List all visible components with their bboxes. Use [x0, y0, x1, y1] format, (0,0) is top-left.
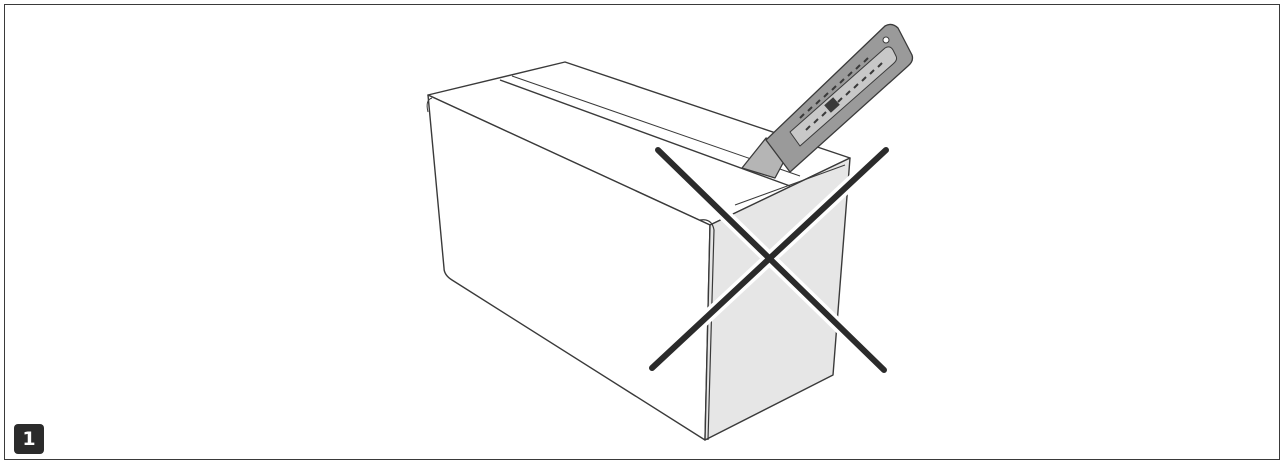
- knife-notches-top: [799, 57, 869, 119]
- step-number-badge: 1: [14, 424, 44, 454]
- box-corner-fold: [699, 219, 715, 441]
- cross-stroke-2: [649, 147, 889, 371]
- box-top-flap-line: [734, 164, 846, 206]
- cardboard-box: [426, 61, 851, 441]
- prohibition-cross: [645, 143, 893, 377]
- box-left-edge-fold: [426, 97, 433, 113]
- utility-knife: [741, 23, 914, 179]
- knife-end-hole: [882, 36, 890, 44]
- knife-slider-button: [824, 97, 840, 113]
- box-long-face: [427, 94, 711, 441]
- knife-slider-track: [789, 46, 898, 147]
